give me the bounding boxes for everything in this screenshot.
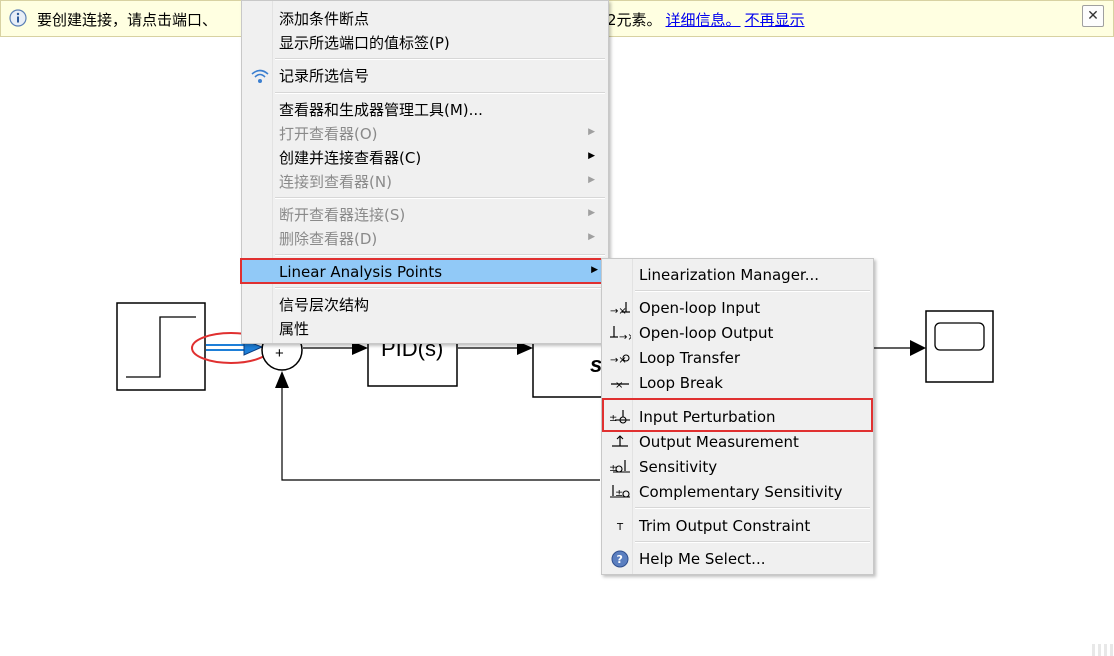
menu-item-log-signal[interactable]: 记录所选信号 xyxy=(245,64,605,87)
watermark-icon xyxy=(1092,644,1113,656)
menu-item-linearization-manager[interactable]: Linearization Manager... xyxy=(639,265,820,284)
svg-text:±: ± xyxy=(609,413,617,424)
input-perturbation-icon: ± xyxy=(609,410,630,424)
signal-context-menu: 添加条件断点 显示所选端口的值标签(P) 记录所选信号 查看器和生成器管理工具(… xyxy=(241,0,609,344)
menu-separator xyxy=(635,541,870,543)
close-infobar-button[interactable]: ✕ xyxy=(1082,5,1104,27)
info-text-left: 要创建连接，请点击端口、 xyxy=(37,11,218,29)
menu-item-open-viewer: 打开查看器(O) ▶ xyxy=(279,125,595,143)
menu-item-connect-to-viewer: 连接到查看器(N) ▶ xyxy=(279,173,595,191)
menu-item-delete-viewer: 删除查看器(D) ▶ xyxy=(279,230,595,248)
plant-label: s xyxy=(590,352,603,377)
scope-block[interactable] xyxy=(925,310,994,383)
loop-transfer-icon: →× xyxy=(610,354,630,366)
open-loop-input-icon: →× xyxy=(610,302,630,317)
linear-analysis-submenu: Linearization Manager... →× Open-loop In… xyxy=(601,258,874,575)
menu-item-add-conditional-breakpoint[interactable]: 添加条件断点 xyxy=(279,10,370,28)
info-icon xyxy=(9,9,27,27)
wifi-log-icon xyxy=(251,69,269,83)
menu-item-sensitivity[interactable]: ± Sensitivity xyxy=(609,457,718,476)
svg-text:±: ± xyxy=(615,488,623,499)
sum-sign: + xyxy=(275,345,284,362)
menu-item-help-me-select[interactable]: ? Help Me Select... xyxy=(605,547,870,570)
menu-item-trim-output-constraint[interactable]: T Trim Output Constraint xyxy=(605,514,870,537)
menu-separator xyxy=(275,197,605,199)
menu-separator xyxy=(275,254,605,256)
arrow-head xyxy=(517,341,533,355)
svg-text:→×: →× xyxy=(619,332,631,342)
menu-separator xyxy=(275,58,605,60)
output-measurement-icon xyxy=(612,435,628,447)
menu-item-output-measurement[interactable]: Output Measurement xyxy=(605,430,870,453)
menu-separator xyxy=(635,290,870,292)
svg-text:±: ± xyxy=(609,463,617,474)
menu-item-linear-analysis-points[interactable]: Linear Analysis Points ▶ xyxy=(242,260,602,283)
complementary-sensitivity-icon: ± xyxy=(610,485,630,499)
dismiss-link[interactable]: 不再显示 xyxy=(744,11,805,29)
menu-separator xyxy=(275,92,605,94)
menu-item-open-loop-input[interactable]: →× Open-loop Input xyxy=(610,298,761,318)
sensitivity-icon: ± xyxy=(609,460,630,474)
feedback-line[interactable] xyxy=(281,385,600,481)
menu-separator xyxy=(635,398,870,400)
submenu-arrow-icon: ▶ xyxy=(588,151,595,161)
info-text-right: 2元素。详细信息。不再显示 xyxy=(607,9,805,30)
submenu-arrow-icon: ▶ xyxy=(588,232,595,242)
svg-text:×: × xyxy=(615,380,623,391)
menu-item-properties[interactable]: 属性 xyxy=(279,320,310,338)
menu-item-show-value-label[interactable]: 显示所选端口的值标签(P) xyxy=(279,34,450,52)
menu-item-open-loop-output[interactable]: →× Open-loop Output xyxy=(605,321,870,344)
arrow-head xyxy=(352,341,368,355)
submenu-arrow-icon: ▶ xyxy=(588,208,595,218)
menu-item-disconnect-viewer: 断开查看器连接(S) ▶ xyxy=(279,206,595,224)
step-block[interactable] xyxy=(116,302,206,391)
menu-separator xyxy=(275,287,605,289)
svg-text:T: T xyxy=(616,522,624,533)
svg-text:→×: →× xyxy=(610,306,627,317)
menu-item-viewer-manager[interactable]: 查看器和生成器管理工具(M)... xyxy=(279,101,483,119)
menu-separator xyxy=(635,507,870,509)
submenu-arrow-icon: ▶ xyxy=(588,127,595,137)
menu-item-complementary-sensitivity[interactable]: ± Complementary Sensitivity xyxy=(605,480,870,503)
svg-text:?: ? xyxy=(617,553,623,566)
menu-item-create-connect-viewer[interactable]: 创建并连接查看器(C) ▶ xyxy=(279,149,595,167)
details-link[interactable]: 详细信息。 xyxy=(665,11,741,29)
menu-gutter xyxy=(242,1,273,343)
trim-constraint-icon: T xyxy=(616,522,624,533)
arrow-head xyxy=(910,340,926,356)
menu-item-input-perturbation[interactable]: ± Input Perturbation xyxy=(609,407,776,426)
open-loop-output-icon: →× xyxy=(610,326,631,342)
menu-item-signal-hierarchy[interactable]: 信号层次结构 xyxy=(279,296,370,314)
loop-break-icon: × xyxy=(611,380,629,391)
menu-item-loop-transfer[interactable]: →× Loop Transfer xyxy=(610,348,741,367)
help-icon: ? xyxy=(611,550,629,568)
menu-item-loop-break[interactable]: × Loop Break xyxy=(605,371,870,394)
submenu-arrow-icon: ▶ xyxy=(588,175,595,185)
svg-text:→×: →× xyxy=(610,355,627,366)
arrow-head xyxy=(275,371,289,388)
info-text-suffix: 2元素。 xyxy=(607,11,662,29)
submenu-arrow-icon: ▶ xyxy=(591,265,598,275)
